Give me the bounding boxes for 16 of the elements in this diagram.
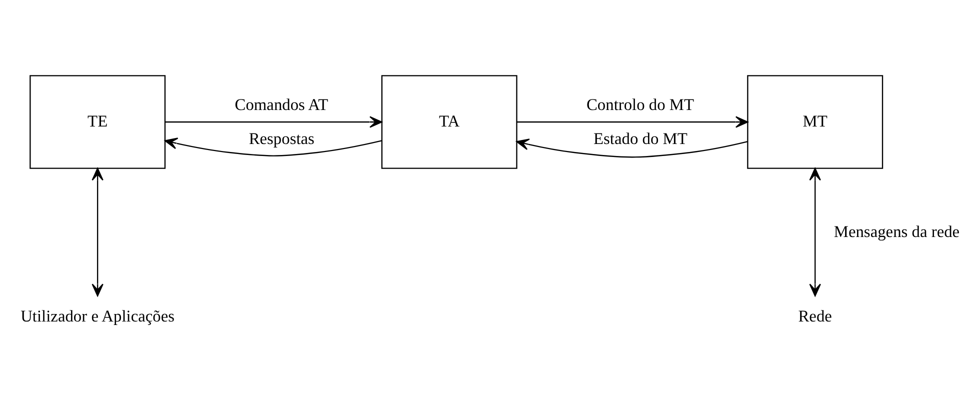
edge-label: Estado do MT (594, 128, 688, 148)
edge-label: Respostas (248, 128, 314, 148)
node-text: Rede (798, 306, 832, 326)
node-box: TA (381, 74, 518, 168)
node-text: Utilizador e Aplicações (20, 306, 175, 326)
arrow (516, 116, 748, 128)
arrow (516, 138, 748, 158)
node-box: MT (747, 74, 884, 168)
node-box: TE (30, 74, 166, 168)
edge-label: Mensagens da rede (834, 222, 960, 241)
arrow (164, 137, 382, 156)
arrow (809, 167, 821, 296)
arrow (92, 167, 104, 296)
arrow (165, 116, 382, 128)
edge-label: Comandos AT (234, 94, 328, 114)
edge-label: Controlo do MT (586, 94, 694, 114)
